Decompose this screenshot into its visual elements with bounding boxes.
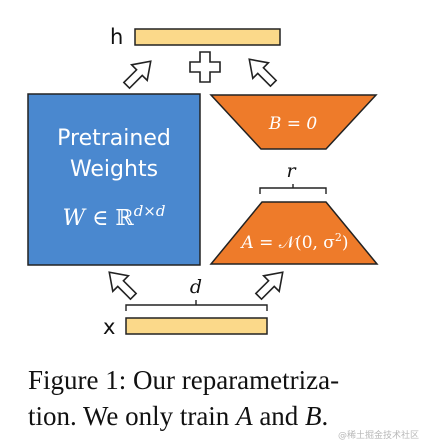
- matrix-a-trapezoid: [209, 201, 379, 265]
- formula-sup: d×d: [134, 202, 166, 220]
- arrow-input-to-a-icon: [254, 271, 284, 301]
- formula-rest: ∈ ℝ: [85, 206, 134, 231]
- matrix-a-sup: 2: [335, 231, 342, 244]
- dim-brace: [125, 300, 268, 311]
- caption-line2-start: tion. We only train: [28, 401, 237, 431]
- matrix-a-var: A: [239, 233, 253, 253]
- caption-and: and: [252, 401, 306, 431]
- caption-var-a: A: [236, 401, 253, 431]
- figure-caption: Figure 1: Our reparametriza- tion. We on…: [28, 362, 423, 434]
- pretrained-formula: W ∈ ℝd×d: [63, 202, 166, 231]
- caption-line2: tion. We only train A and B.: [28, 398, 423, 434]
- caption-line1: Figure 1: Our reparametriza-: [28, 365, 340, 395]
- formula-var-w: W: [63, 206, 88, 231]
- dim-label-d: d: [190, 276, 202, 298]
- input-vector-x: [125, 317, 268, 335]
- matrix-a-rest: = 𝒩(0, σ: [254, 233, 336, 253]
- pretrained-label-line1: Pretrained: [57, 126, 171, 151]
- rank-label-r: r: [286, 160, 297, 182]
- arrow-up-left-icon: [248, 58, 278, 88]
- matrix-a-label: A = 𝒩(0, σ2): [239, 231, 348, 253]
- caption-var-b: B: [305, 401, 322, 431]
- matrix-b-trapezoid: [209, 94, 378, 150]
- rank-brace: [259, 184, 327, 194]
- pretrained-weights-block: [27, 93, 201, 266]
- arrow-up-right-icon: [122, 60, 152, 90]
- output-label-h: h: [110, 25, 123, 49]
- input-label-x: x: [103, 315, 115, 339]
- watermark: @稀土掘金技术社区: [337, 431, 419, 441]
- arrow-input-to-pretrained-icon: [108, 271, 138, 301]
- plus-icon: [189, 51, 221, 83]
- caption-end: .: [321, 401, 329, 431]
- matrix-b-label: B = 0: [268, 114, 318, 134]
- output-vector-h: [134, 28, 281, 46]
- pretrained-label-line2: Weights: [70, 157, 158, 182]
- matrix-a-close: ): [342, 233, 349, 253]
